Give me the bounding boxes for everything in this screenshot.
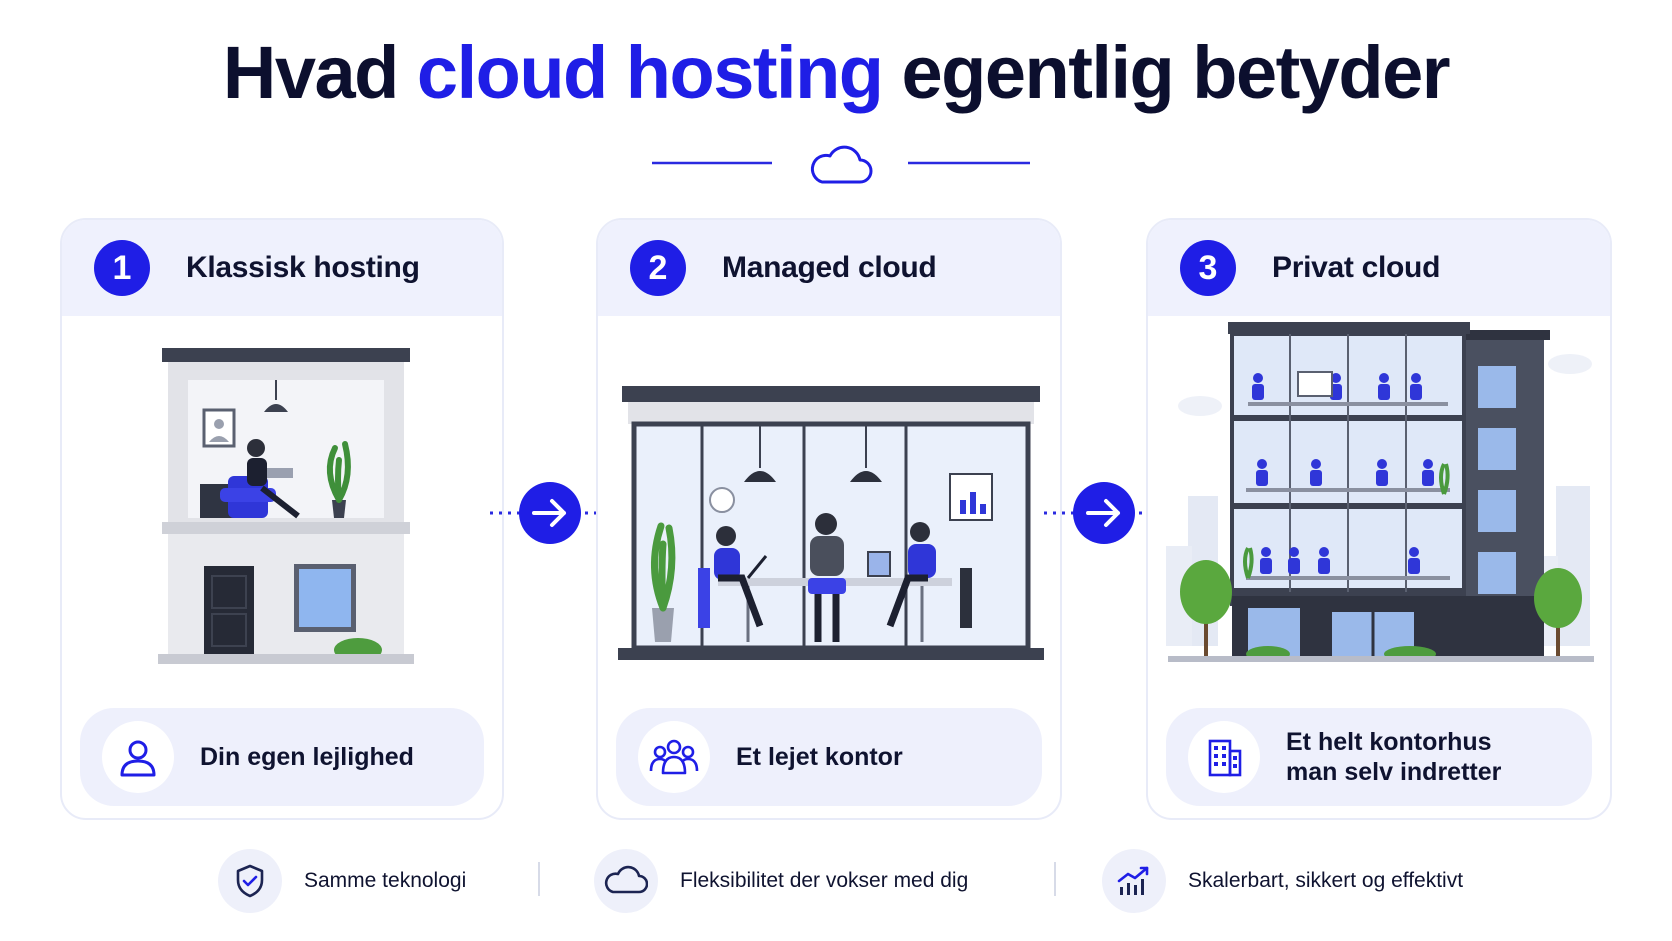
footer-item-flexibility: Fleksibilitet der vokser med dig xyxy=(594,846,968,916)
card-caption-line-1: Et helt kontorhus xyxy=(1286,728,1492,756)
growth-chart-icon xyxy=(1102,849,1166,913)
card-header: 3 Privat cloud xyxy=(1148,220,1610,316)
footer-separator xyxy=(538,862,540,896)
card-caption-pill: Din egen lejlighed xyxy=(80,708,484,806)
people-group-icon xyxy=(638,721,710,793)
title-divider xyxy=(652,145,1030,184)
card-caption-pill: Et lejet kontor xyxy=(616,708,1042,806)
card-caption: Et lejet kontor xyxy=(736,743,903,771)
card-header: 1 Klassisk hosting xyxy=(62,220,502,316)
card-header: 2 Managed cloud xyxy=(598,220,1060,316)
arrow-right-icon xyxy=(1086,499,1120,527)
footer-item-scalability: Skalerbart, sikkert og effektivt xyxy=(1102,846,1463,916)
page-title: Hvad cloud hosting egentlig betyder xyxy=(0,30,1672,115)
title-prefix: Hvad xyxy=(222,31,399,114)
office-illustration xyxy=(618,386,1044,660)
card-title: Managed cloud xyxy=(722,251,937,284)
step-number: 1 xyxy=(94,240,150,296)
arrow-right-icon xyxy=(532,499,566,527)
card-title: Privat cloud xyxy=(1272,251,1441,284)
footer-label: Samme teknologi xyxy=(304,869,467,892)
step-number: 2 xyxy=(630,240,686,296)
card-title: Klassisk hosting xyxy=(186,251,420,284)
card-caption: Din egen lejlighed xyxy=(200,743,414,771)
cloud-icon xyxy=(810,145,873,184)
card-private-cloud: 3 Privat cloud xyxy=(1146,218,1612,820)
card-caption-line-2: man selv indretter xyxy=(1286,758,1502,786)
footer-separator xyxy=(1054,862,1056,896)
office-building-icon xyxy=(1188,721,1260,793)
footer-item-technology: Samme teknologi xyxy=(218,846,466,916)
office-building-illustration xyxy=(1166,322,1594,662)
card-caption-pill: Et helt kontorhus man selv indretter xyxy=(1166,708,1592,806)
card-managed-cloud: 2 Managed cloud xyxy=(596,218,1062,820)
title-highlight: cloud hosting xyxy=(416,31,884,114)
cloud-icon xyxy=(594,849,658,913)
step-number: 3 xyxy=(1180,240,1236,296)
footer-label: Skalerbart, sikkert og effektivt xyxy=(1188,869,1464,892)
person-icon xyxy=(102,721,174,793)
shield-check-icon xyxy=(218,849,282,913)
arrow-connector-1 xyxy=(490,482,610,544)
card-classic-hosting: 1 Klassisk hosting xyxy=(60,218,504,820)
apartment-illustration xyxy=(158,348,414,664)
card-caption: Et helt kontorhus man selv indretter xyxy=(1286,727,1501,787)
title-suffix: egentlig betyder xyxy=(901,31,1451,114)
footer-label: Fleksibilitet der vokser med dig xyxy=(680,869,969,892)
